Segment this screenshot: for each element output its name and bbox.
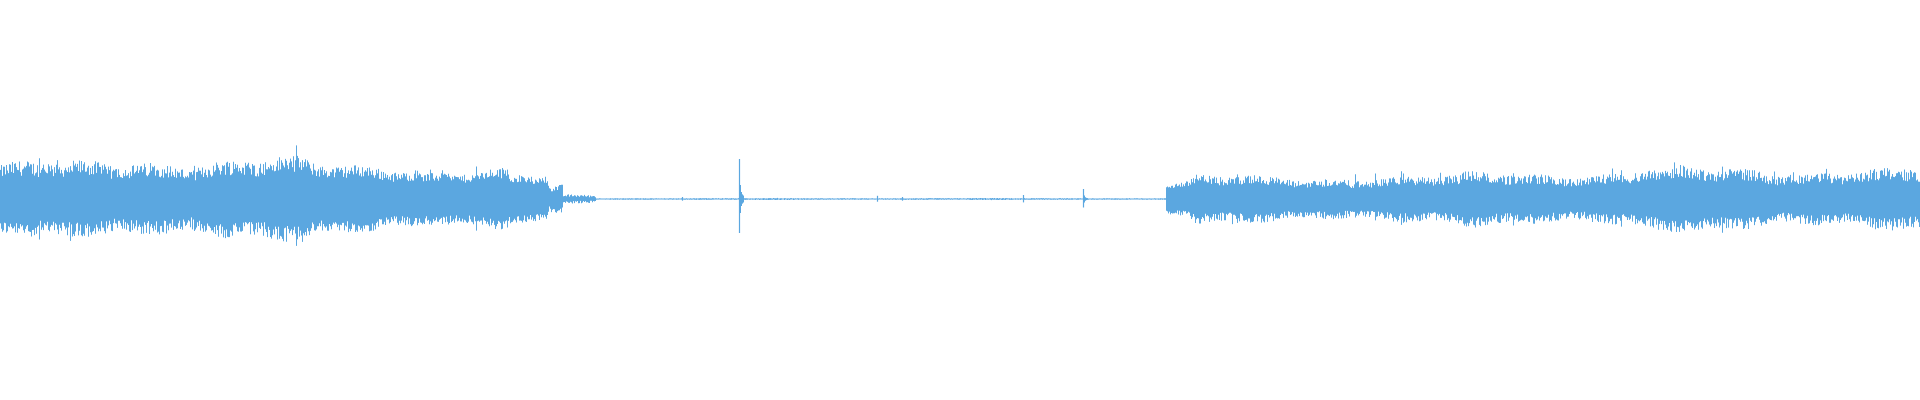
- waveform-bars: [0, 145, 1920, 246]
- waveform-envelope: [0, 145, 1920, 246]
